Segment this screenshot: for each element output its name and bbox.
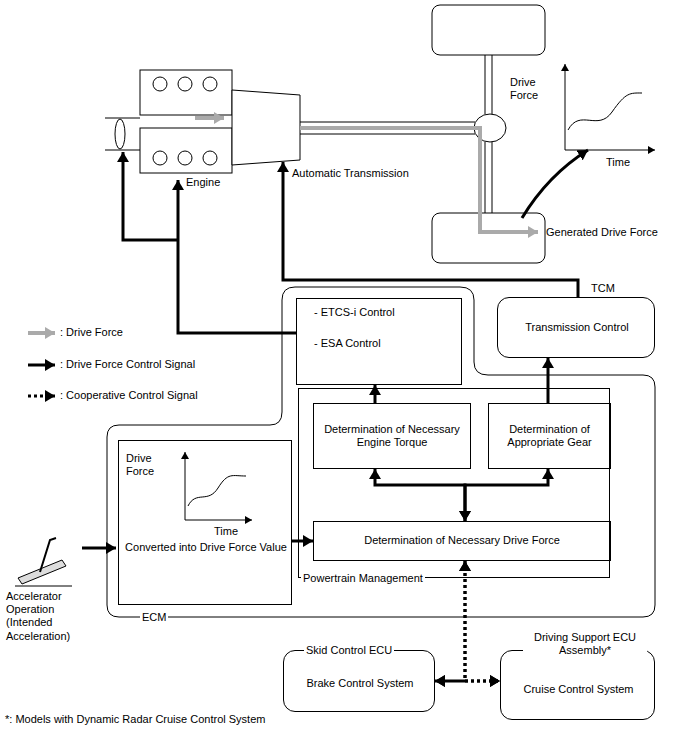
node-text: Determination of Necessary Drive Force: [364, 534, 560, 547]
part-label: Time: [606, 156, 646, 169]
control-signal: [292, 540, 313, 543]
part-label: Engine: [186, 176, 246, 189]
cooperative-signal: [465, 561, 500, 681]
node-text: Converted into Drive Force Value: [125, 541, 287, 554]
part-label: *: Models with Dynamic Radar Cruise Cont…: [5, 713, 345, 726]
powertrain-box: Powertrain ManagementDetermination of Ne…: [298, 388, 610, 578]
ecm-outline: [107, 287, 655, 617]
node-text: - ESA Control: [314, 337, 459, 350]
part-label: Accelerator Operation (Intended Accelera…: [6, 590, 98, 643]
converter-box: Converted into Drive Force Value: [118, 440, 292, 605]
control-signal: [465, 469, 548, 521]
legend-text: : Drive Force Control Signal: [60, 358, 195, 371]
control-signal: [375, 469, 465, 521]
ecu-box: Driving Support ECU Assembly*Cruise Cont…: [500, 650, 655, 720]
part-label: Automatic Transmission: [292, 167, 432, 180]
legend-text: : Cooperative Control Signal: [60, 389, 198, 402]
part-label: Time: [214, 525, 254, 538]
cooperative-signal: [435, 680, 500, 683]
node-text: TCM: [589, 282, 617, 295]
node-text: Cruise Control System: [504, 683, 653, 696]
node-text: - ETCS-i Control: [314, 306, 459, 319]
control-box: - ETCS-i Control - ESA Control: [296, 298, 462, 385]
process-box: Determination of Necessary Drive Force: [313, 521, 611, 561]
part-label: Drive Force: [510, 76, 552, 102]
control-signal: [547, 358, 550, 403]
node-text: Determination of Necessary Engine Torque: [320, 423, 464, 449]
part-label: Generated Drive Force: [546, 226, 676, 239]
node-text: ECM: [140, 611, 168, 624]
node-text: Skid Control ECU: [304, 644, 394, 657]
node-text: Transmission Control: [501, 321, 653, 334]
node-text: Determination of Appropriate Gear: [495, 423, 604, 449]
node-text: Powertrain Management: [301, 572, 425, 585]
node-text: Brake Control System: [287, 677, 433, 690]
part-label: Drive Force: [126, 452, 168, 478]
tcm-box: TCMTransmission Control: [497, 297, 655, 358]
ecm-region: ECM- ETCS-i Control- ESA ControlConverte…: [107, 287, 655, 617]
legend-text: : Drive Force: [60, 326, 123, 339]
process-box: Determination of Necessary Engine Torque: [313, 403, 471, 469]
ecu-box: Skid Control ECUBrake Control System: [283, 650, 435, 712]
process-box: Determination of Appropriate Gear: [488, 403, 611, 469]
ecm-outline: [107, 287, 655, 617]
cooperative-signal: [435, 561, 465, 681]
node-text: Driving Support ECU Assembly*: [523, 631, 647, 657]
